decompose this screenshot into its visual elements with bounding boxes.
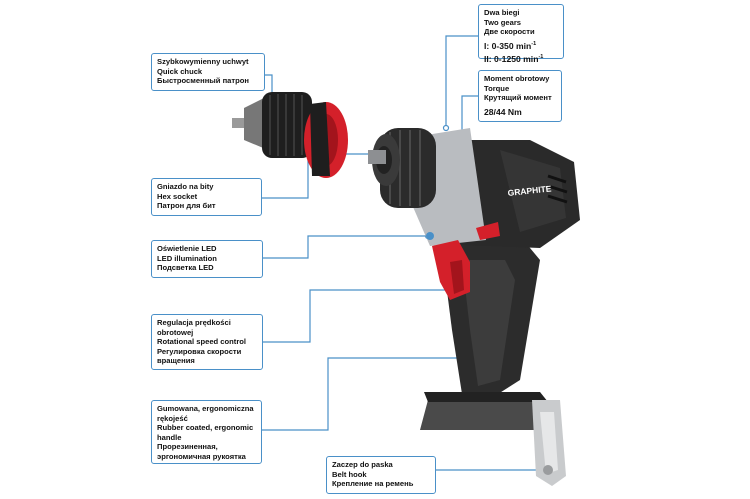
callout-hex-socket: Gniazdo na bity Hex socket Патрон для би… xyxy=(151,178,262,216)
speed-ru: Регулировка скорости вращения xyxy=(157,346,242,366)
grip-en: Rubber coated, ergonomic handle xyxy=(157,423,254,442)
hex-en: Hex socket xyxy=(157,191,198,201)
quick-chuck xyxy=(232,92,348,178)
leader-led xyxy=(263,235,428,259)
torque-en: Torque xyxy=(484,83,510,93)
chuck-ru: Быстросменный патрон xyxy=(157,76,249,86)
brand-logo: GRAPHITE xyxy=(507,183,552,198)
torque-pl: Moment obrotowy xyxy=(484,74,550,83)
led-ru: Подсветка LED xyxy=(157,263,214,273)
hook-en: Belt hook xyxy=(332,469,367,479)
chuck-pl: Szybkowymienny uchwyt xyxy=(157,57,249,66)
callout-grip: Gumowana, ergonomiczna rękojeść Rubber c… xyxy=(151,400,262,464)
speed-pl: Regulacja prędkości obrotowej xyxy=(157,318,231,337)
gears-ru: Две скорости xyxy=(484,27,535,37)
gears-speed-1: I: 0-350 min-1 xyxy=(484,40,537,51)
hook-ru: Крепление на ремень xyxy=(332,479,414,489)
gears-pl: Dwa biegi xyxy=(484,8,520,17)
hex-ru: Патрон для бит xyxy=(157,201,216,211)
torque-ru: Крутящий момент xyxy=(484,93,552,103)
grip-ru: Прорезиненная, эргономичная рукоятка xyxy=(157,442,246,461)
leader-speed xyxy=(263,289,454,343)
hex-pl: Gniazdo na bity xyxy=(157,182,214,191)
callout-torque: Moment obrotowy Torque Крутящий момент 2… xyxy=(478,70,562,122)
callout-chuck: Szybkowymienny uchwyt Quick chuck Быстро… xyxy=(151,53,265,91)
callout-speed-control: Regulacja prędkości obrotowej Rotational… xyxy=(151,314,263,370)
grip-pl: Gumowana, ergonomiczna rękojeść xyxy=(157,404,254,423)
led-pl: Oświetlenie LED xyxy=(157,244,217,253)
torque-value: 28/44 Nm xyxy=(484,106,522,117)
callout-belt-hook: Zaczep do paska Belt hook Крепление на р… xyxy=(326,456,436,494)
chuck-en: Quick chuck xyxy=(157,66,203,76)
leader-grip xyxy=(262,357,486,431)
callout-gears: Dwa biegi Two gears Две скорости I: 0-35… xyxy=(478,4,564,64)
drill-body xyxy=(368,128,580,430)
gears-speed-2: II: 0-1250 min-1 xyxy=(484,53,544,64)
speed-en: Rotational speed control xyxy=(157,337,247,347)
gears-en: Two gears xyxy=(484,17,521,27)
leader-lines xyxy=(262,35,548,471)
led-en: LED illumination xyxy=(157,253,217,263)
callout-led: Oświetlenie LED LED illumination Подсвет… xyxy=(151,240,263,278)
leader-gears xyxy=(445,35,478,128)
hook-pl: Zaczep do paska xyxy=(332,460,393,469)
belt-hook xyxy=(532,400,566,486)
